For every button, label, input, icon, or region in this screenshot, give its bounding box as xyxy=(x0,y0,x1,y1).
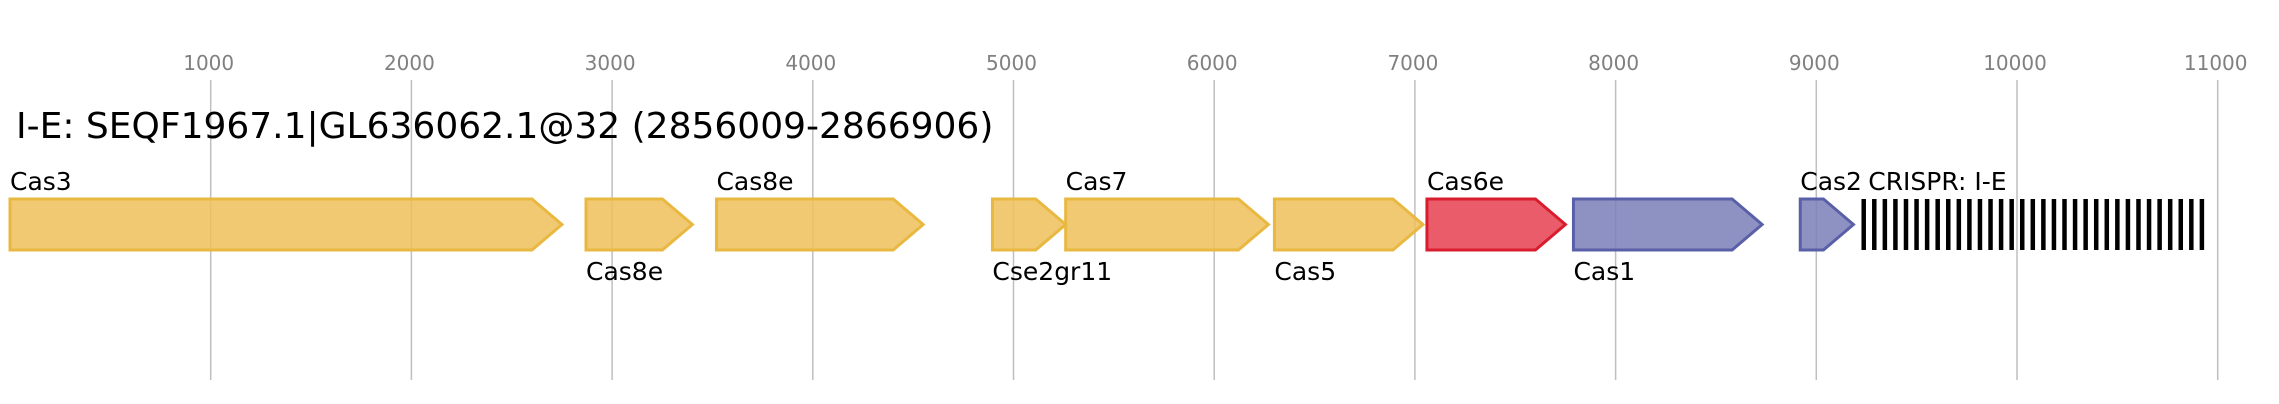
crispr-repeat xyxy=(1861,199,1866,250)
crispr-repeat xyxy=(1872,199,1877,250)
gene-label: Cas5 xyxy=(1274,257,1336,286)
gene-arrow-cas3 xyxy=(8,197,565,252)
crispr-repeat xyxy=(2093,199,2099,250)
crispr-repeat xyxy=(2051,199,2057,250)
gene-label: Cas2 xyxy=(1800,167,1862,196)
tick-label: 7000 xyxy=(1387,51,1438,75)
gene-label: Cas6e xyxy=(1427,167,1504,196)
gene-label: Cse2gr11 xyxy=(992,257,1112,286)
gene-arrow-cas8e xyxy=(584,197,695,252)
tick-label: 5000 xyxy=(986,51,1037,75)
gene-label: Cas3 xyxy=(10,167,72,196)
crispr-repeat xyxy=(1977,199,1983,250)
gene-label: Cas8e xyxy=(716,167,793,196)
gene-arrow-cas1 xyxy=(1571,197,1765,252)
crispr-repeat xyxy=(2136,199,2141,250)
crispr-repeat xyxy=(1946,199,1951,250)
crispr-repeat xyxy=(2178,199,2184,250)
crispr-repeat xyxy=(2019,199,2025,250)
tick-label: 1000 xyxy=(183,51,234,75)
crispr-repeat xyxy=(2199,199,2205,250)
gene-arrow-cas6e xyxy=(1425,197,1568,252)
gene-arrow-cas8e xyxy=(714,197,926,252)
crispr-repeat xyxy=(2189,199,2194,250)
gene-arrow-cas2 xyxy=(1798,197,1856,252)
tick-label: 3000 xyxy=(585,51,636,75)
crispr-repeat xyxy=(2146,199,2152,250)
crispr-repeat xyxy=(2083,199,2088,250)
crispr-repeat xyxy=(1935,199,1940,250)
crispr-repeat xyxy=(2041,199,2046,250)
tick-label: 4000 xyxy=(785,51,836,75)
crispr-label: CRISPR: I-E xyxy=(1868,167,2006,196)
crispr-repeat xyxy=(1893,199,1898,250)
gene-arrow-cas5 xyxy=(1272,197,1426,252)
gene-label: Cas8e xyxy=(586,257,663,286)
crispr-repeat xyxy=(2157,199,2162,250)
crispr-repeat xyxy=(2125,199,2131,250)
crispr-repeat xyxy=(2115,199,2120,250)
crispr-repeat xyxy=(2167,199,2173,250)
tick-label: 11000 xyxy=(2184,51,2248,75)
crispr-repeat xyxy=(2104,199,2110,250)
gene-track: Cas3Cas8eCas8eCse2gr11Cas7Cas5Cas6eCas1C… xyxy=(8,167,2205,286)
crispr-repeat xyxy=(1882,199,1888,250)
gene-label: Cas7 xyxy=(1066,167,1128,196)
crispr-repeat xyxy=(2072,199,2078,250)
locus-title: I-E: SEQF1967.1|GL636062.1@32 (2856009-2… xyxy=(16,106,993,147)
tick-label: 6000 xyxy=(1187,51,1238,75)
crispr-repeat xyxy=(1988,199,1993,250)
gene-label: Cas1 xyxy=(1573,257,1635,286)
crispr-repeat xyxy=(1924,199,1930,250)
tick-label: 10000 xyxy=(1983,51,2047,75)
tick-label: 2000 xyxy=(384,51,435,75)
crispr-repeat xyxy=(2062,199,2067,250)
crispr-repeat xyxy=(1903,199,1909,250)
crispr-repeat xyxy=(2030,199,2036,250)
crispr-repeat xyxy=(1914,199,1919,250)
crispr-repeat xyxy=(1998,199,2004,250)
crispr-repeat xyxy=(1956,199,1962,250)
gene-arrow-cse2gr11 xyxy=(990,197,1068,252)
crispr-repeat xyxy=(1967,199,1972,250)
gene-arrow-cas7 xyxy=(1064,197,1271,252)
crispr-repeat xyxy=(2009,199,2014,250)
tick-label: 8000 xyxy=(1588,51,1639,75)
tick-label: 9000 xyxy=(1789,51,1840,75)
